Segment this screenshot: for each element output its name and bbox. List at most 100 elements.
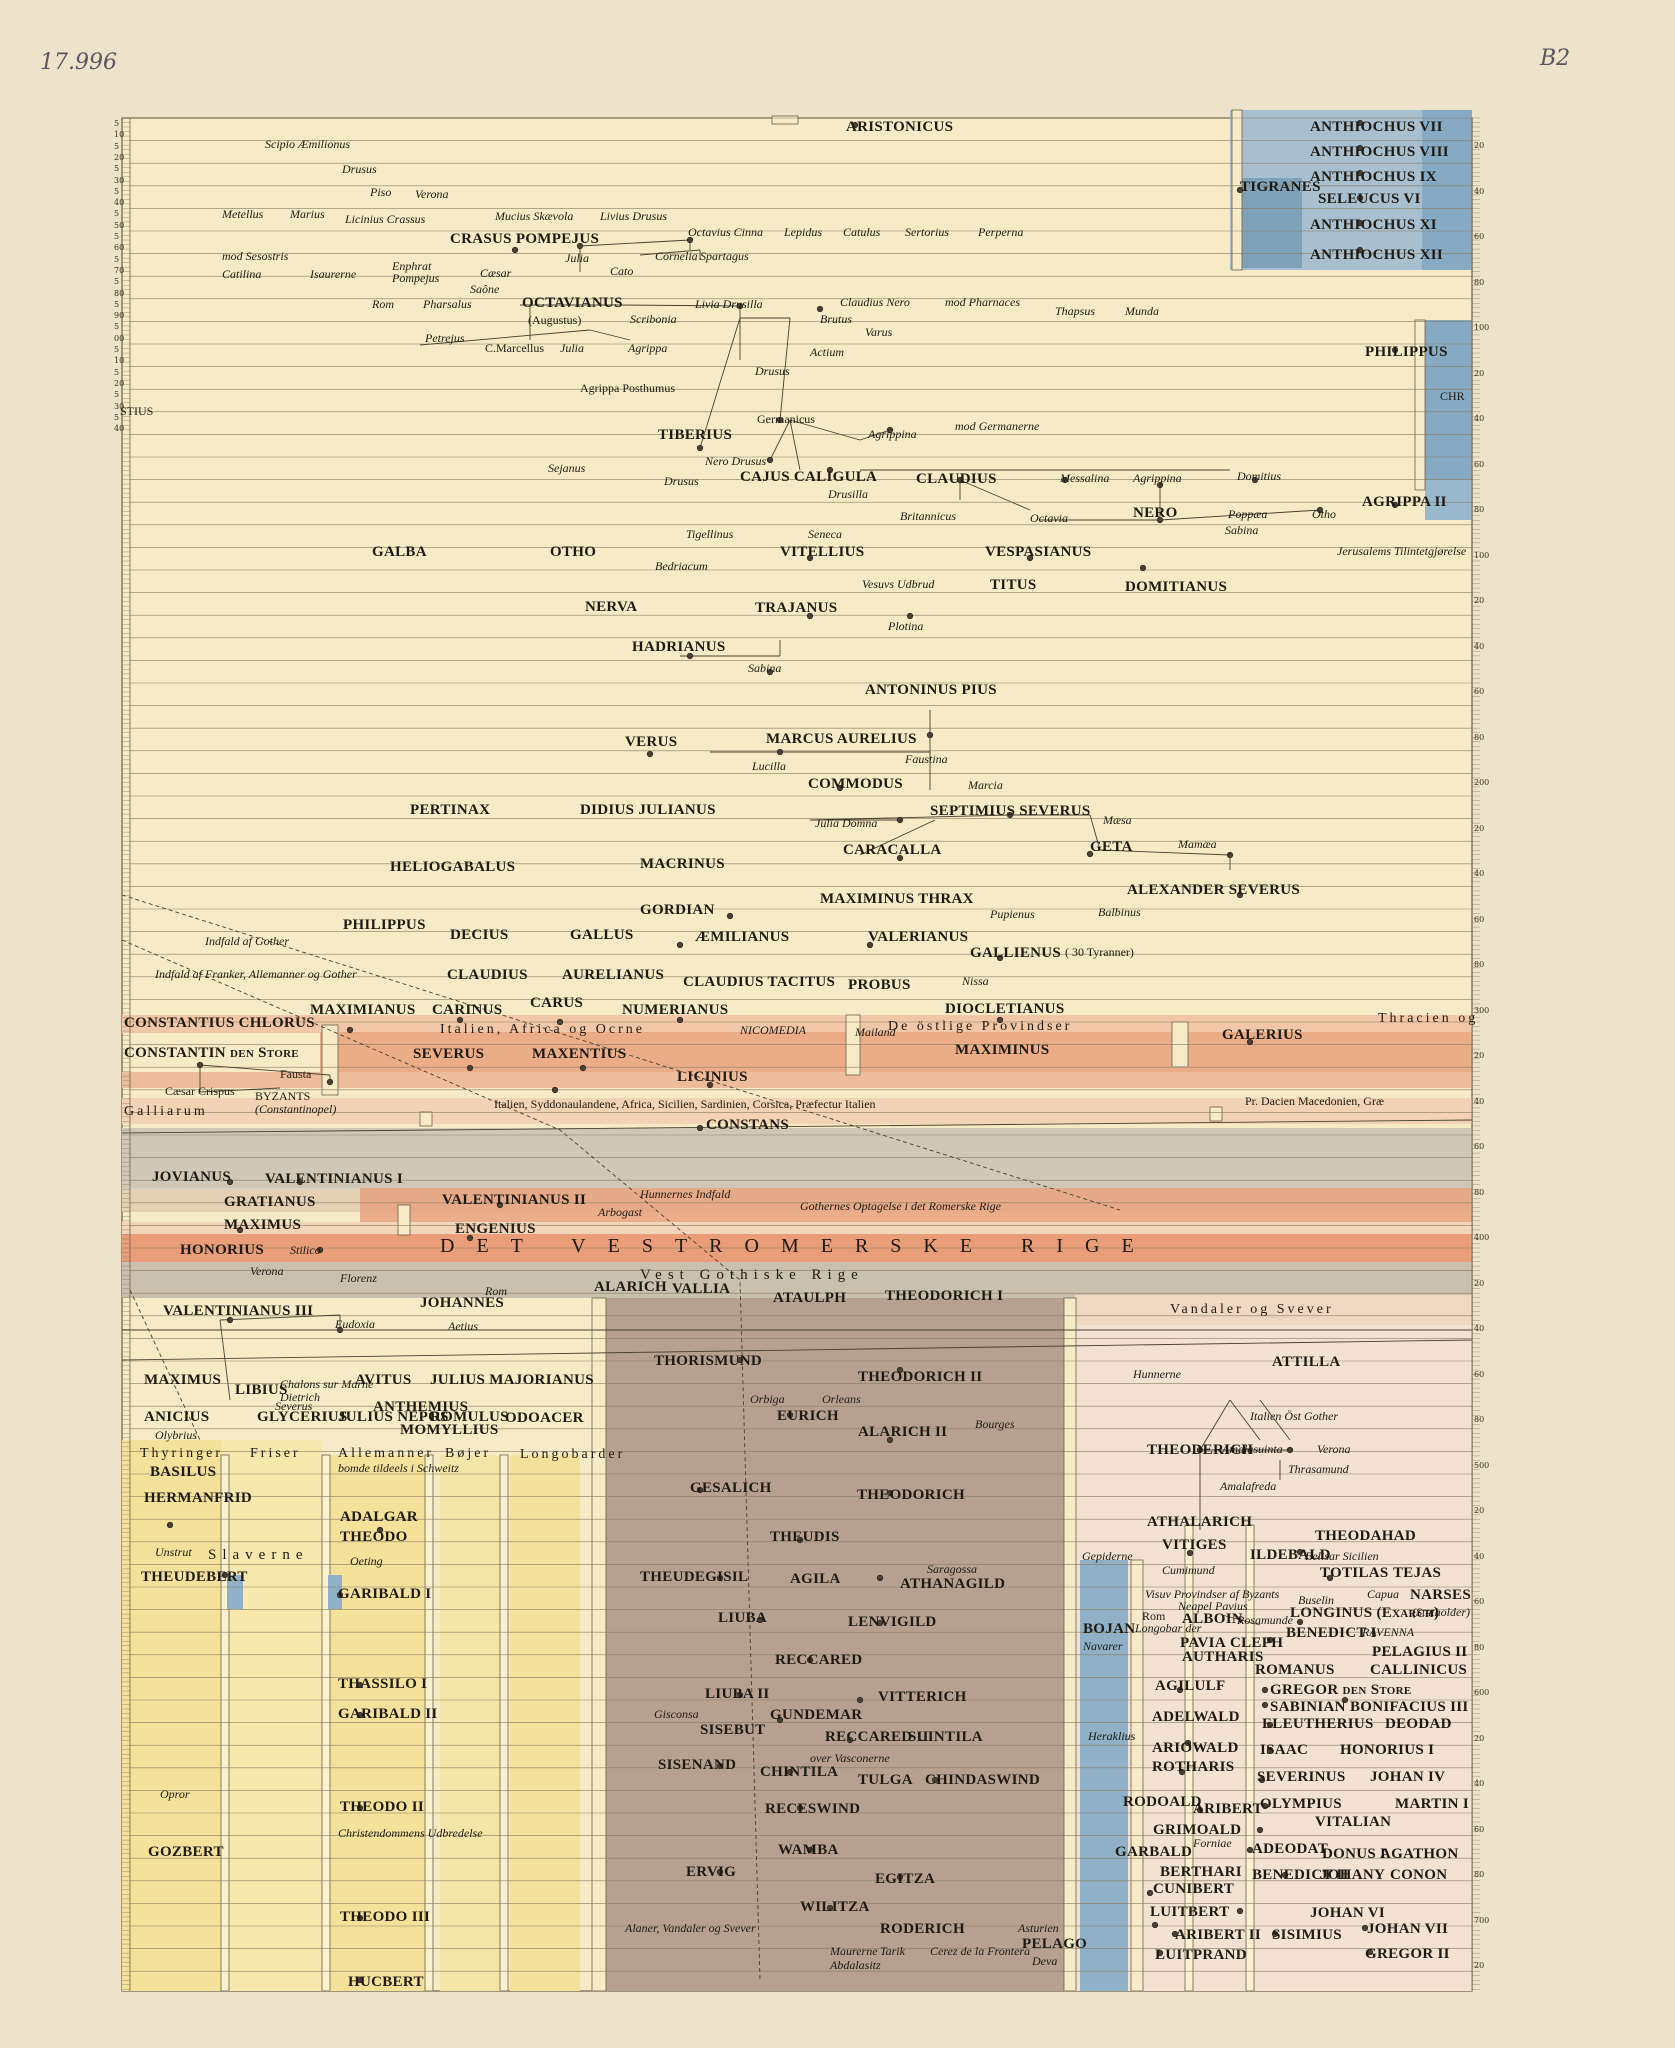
left-scale-number: 30 xyxy=(114,401,125,411)
label-olympius: OLYMPIUS xyxy=(1260,1796,1342,1812)
label-thrasamund: Thrasamund xyxy=(1288,1462,1349,1476)
person-marker xyxy=(866,941,874,949)
label-lenvigild: LENVIGILD xyxy=(848,1614,937,1630)
column-divider-2 xyxy=(321,1454,331,1992)
person-marker xyxy=(896,1873,904,1881)
label-sabina-2: Sabina xyxy=(748,661,782,675)
label-pharsalus: Pharsalus xyxy=(423,297,472,311)
label-navarer: Navarer xyxy=(1083,1639,1123,1653)
label-claudius-tacitus: CLAUDIUS TACITUS xyxy=(683,974,836,990)
person-marker xyxy=(826,1904,834,1912)
label-commodus: COMMODUS xyxy=(808,776,903,792)
label-jovianus: JOVIANUS xyxy=(152,1169,232,1185)
label-byzants: BYZANTS xyxy=(255,1089,311,1103)
label-antoninus-pius: ANTONINUS PIUS xyxy=(865,682,997,698)
label-amalafreda: Amalafreda xyxy=(1220,1479,1277,1493)
label-maximus-2: MAXIMUS xyxy=(144,1372,222,1388)
person-marker xyxy=(806,1846,814,1854)
person-marker xyxy=(1326,1574,1334,1582)
label-jerusalem: Jerusalems Tilintetgjørelse xyxy=(1337,544,1467,558)
person-marker xyxy=(826,466,834,474)
label-sabina-1: Sabina xyxy=(1225,523,1259,537)
label-galliarum: Galliarum xyxy=(124,1104,208,1119)
label-honorius: HONORIUS xyxy=(180,1242,265,1258)
label-maurerne: Maurerne xyxy=(830,1944,878,1958)
person-marker xyxy=(1356,169,1364,177)
person-marker xyxy=(556,1018,564,1026)
person-marker xyxy=(876,1574,884,1582)
person-marker xyxy=(1236,1907,1244,1915)
person-marker xyxy=(1006,811,1014,819)
goth-band xyxy=(360,1188,1472,1226)
right-scale-number: 80 xyxy=(1474,1415,1485,1424)
right-scale-number: 60 xyxy=(1474,1369,1485,1379)
label-crasus-pompejus: CRASUS POMPEJUS xyxy=(450,231,600,247)
label-agrippa-ii: AGRIPPA II xyxy=(1362,494,1447,510)
label-valentinianus-2: VALENTINIANUS II xyxy=(442,1192,587,1208)
person-marker xyxy=(1266,1746,1274,1754)
label-hermanfrid: HERMANFRID xyxy=(144,1490,252,1506)
blue-mark-1 xyxy=(227,1575,243,1609)
label-vitalian: VITALIAN xyxy=(1315,1814,1392,1830)
person-marker xyxy=(1086,850,1094,858)
label-gozbert: GOZBERT xyxy=(148,1844,224,1860)
left-scale-number: 40 xyxy=(114,424,125,434)
label-pelago: PELAGO xyxy=(1022,1936,1088,1952)
label-pelagius: PELAGIUS II xyxy=(1372,1644,1468,1660)
label-indfald-franker: Indfald af Franker, Allemanner og Gother xyxy=(155,967,357,981)
label-aemilianus: ÆMILIANUS xyxy=(695,929,790,945)
label-drusus-3: Drusus xyxy=(664,474,699,488)
label-nicomedia: NICOMEDIA xyxy=(740,1023,806,1037)
label-galba: GALBA xyxy=(372,544,427,560)
person-marker xyxy=(1356,219,1364,227)
judaea-strip-2 xyxy=(1425,480,1472,520)
frisian-column xyxy=(222,1440,322,1991)
label-saragossa: Saragossa xyxy=(927,1562,978,1576)
left-scale-number: 5 xyxy=(114,345,120,354)
label-rom-2: Rom xyxy=(485,1284,507,1298)
label-eleutherius: ELEUTHERIUS xyxy=(1262,1716,1374,1732)
label-deva: Deva xyxy=(1032,1954,1058,1968)
person-marker xyxy=(686,652,694,660)
label-tarik: Tarik xyxy=(880,1944,905,1958)
person-marker xyxy=(896,816,904,824)
genealogy-connector xyxy=(199,1087,281,1093)
person-marker xyxy=(1196,1446,1204,1454)
label-valentinianus-1: VALENTINIANUS I xyxy=(265,1171,404,1187)
label-metellus: Metellus xyxy=(222,207,264,221)
label-anthiochus-xii: ANTHIOCHUS XII xyxy=(1310,247,1443,263)
right-scale-number: 40 xyxy=(1474,641,1485,651)
label-oeting: Oeting xyxy=(350,1554,383,1568)
label-gisconsa: Gisconsa xyxy=(654,1707,699,1721)
label-bomde: bomde tildeels i Schweitz xyxy=(338,1461,459,1475)
label-verona-1: Verona xyxy=(415,187,449,201)
right-scale-number: 60 xyxy=(1474,914,1485,924)
column-divider-3 xyxy=(424,1454,434,1992)
person-marker xyxy=(776,416,784,424)
vandal-band xyxy=(1075,1295,1472,1325)
label-agrippa: Agrippa xyxy=(628,341,668,355)
right-scale-number: 400 xyxy=(1474,1233,1490,1242)
label-unstrut: Unstrut xyxy=(155,1545,192,1559)
person-marker xyxy=(336,1326,344,1334)
label-cornelia: Cornelia xyxy=(655,249,698,263)
label-tigranes: TIGRANES xyxy=(1240,179,1321,195)
label-cunibert: CUNIBERT xyxy=(1153,1881,1235,1897)
label-trajanus: TRAJANUS xyxy=(755,600,838,616)
person-marker xyxy=(676,1016,684,1024)
label-britannicus: Britannicus xyxy=(900,509,956,523)
left-scale-number: 5 xyxy=(114,119,120,128)
right-scale-number: 60 xyxy=(1474,1597,1485,1606)
label-adalgar: ADALGAR xyxy=(340,1509,418,1525)
label-drusilla: Drusilla xyxy=(828,487,869,501)
east-band-lower xyxy=(122,1072,1472,1088)
genealogy-connector xyxy=(1259,1399,1291,1441)
label-rosamunde: Rosamunde xyxy=(1237,1613,1293,1627)
label-johan-iv: JOHAN IV xyxy=(1370,1769,1446,1785)
label-ataulph: ATAULPH xyxy=(773,1290,847,1306)
genealogy-connector xyxy=(639,249,701,256)
label-cajus-caligula: CAJUS CALIGULA xyxy=(740,469,878,485)
migration-line-2 xyxy=(121,939,761,1981)
label-thyringer: Thyringer xyxy=(140,1446,223,1461)
